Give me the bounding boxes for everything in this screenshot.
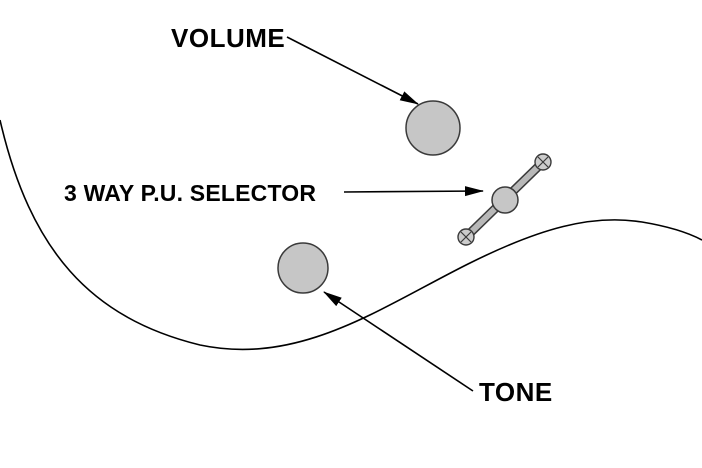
volume-arrow: [286, 36, 419, 105]
volume-knob: [405, 100, 461, 156]
selector-label: 3 WAY P.U. SELECTOR: [64, 180, 316, 206]
selector-screw-bottom: [457, 228, 475, 246]
tone-label: TONE: [479, 377, 553, 407]
volume-label: VOLUME: [171, 23, 285, 53]
guitar-body-outline: [0, 119, 702, 351]
tone-arrow: [323, 291, 474, 392]
selector-knob: [491, 186, 519, 214]
selector-screw-top: [534, 153, 552, 171]
tone-knob: [277, 242, 329, 294]
pickup-selector-switch: [457, 153, 552, 246]
selector-arrow: [343, 186, 484, 197]
